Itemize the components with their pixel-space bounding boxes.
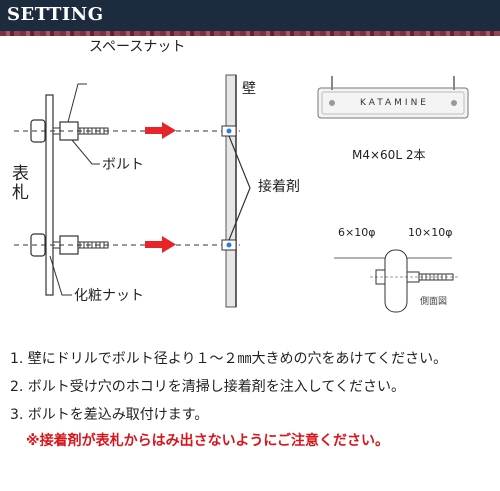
adhesive-dot-upper [226,128,232,134]
instruction-step-1: 1. 壁にドリルでボルト径より１～２㎜大きめの穴をあけてください。 [10,351,448,367]
dim-label-left: 6×10φ [338,226,376,239]
side-view-label: 側面図 [420,297,448,307]
side-view-plate [384,249,408,313]
label-nameplate: 表札 [8,164,28,202]
warning-note: ※接着剤が表札からはみ出さないようにご注意ください。 [26,433,390,449]
product-brand: KATAMINE [360,98,429,108]
insert-arrow-upper [145,122,176,139]
lower-bolt-assembly [14,233,240,257]
upper-bolt-assembly [14,119,240,143]
page-title: SETTING [7,4,104,25]
adhesive-dot-lower [226,242,232,248]
instruction-step-3: 3. ボルトを差込み取付けます。 [10,407,209,423]
header-bar: SETTING [0,0,500,31]
side-view-drawing [334,249,460,313]
label-wall: 壁 [242,81,256,97]
dim-label-right: 10×10φ [408,226,453,239]
product-illustration [317,76,469,119]
nameplate-board [45,94,54,296]
installation-diagram: スペースナット ボルト 表札 化粧ナット 壁 接着剤 KATAMINE M4×6… [0,39,500,340]
label-bolt: ボルト [102,157,144,173]
header-decoration [0,31,500,36]
adhesive-line [228,135,251,241]
instruction-step-2: 2. ボルト受け穴のホコリを清掃し接着剤を注入してください。 [10,379,405,395]
label-adhesive: 接着剤 [258,179,300,195]
diagram-drawing [14,74,469,313]
insert-arrow-lower [145,236,176,253]
wall [225,74,237,308]
label-cap-nut: 化粧ナット [74,288,144,304]
label-spacer-nut: スペースナット [89,39,186,55]
product-caption: M4×60L 2本 [352,148,426,162]
